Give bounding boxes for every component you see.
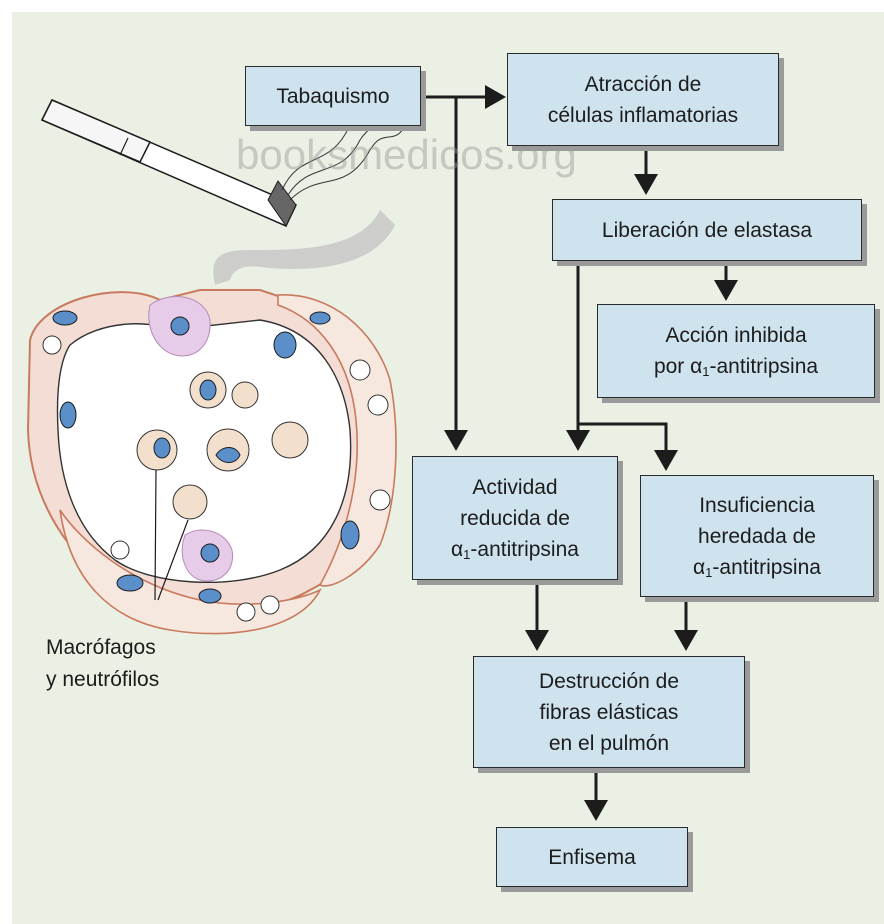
node-atraccion-celulas: Atracción de células inflamatorias — [507, 53, 779, 146]
node-enfisema: Enfisema — [496, 827, 688, 887]
node-destruccion-fibras: Destrucción de fibras elásticas en el pu… — [473, 656, 745, 768]
cigarette-illustration — [40, 94, 409, 227]
node-actividad-reducida: Actividad reducida de α1-antitripsina — [412, 456, 618, 580]
node-liberacion-elastasa: Liberación de elastasa — [552, 199, 862, 261]
alveolus-illustration — [26, 289, 397, 635]
cells-label: Macrófagos y neutrófilos — [46, 636, 160, 691]
node-insuficiencia-heredada: Insuficiencia heredada de α1-antitripsin… — [640, 475, 874, 597]
flow-connectors — [423, 85, 738, 821]
node-tabaquismo: Tabaquismo — [245, 66, 421, 126]
node-accion-inhibida: Acción inhibida por α1-antitripsina — [597, 304, 875, 398]
